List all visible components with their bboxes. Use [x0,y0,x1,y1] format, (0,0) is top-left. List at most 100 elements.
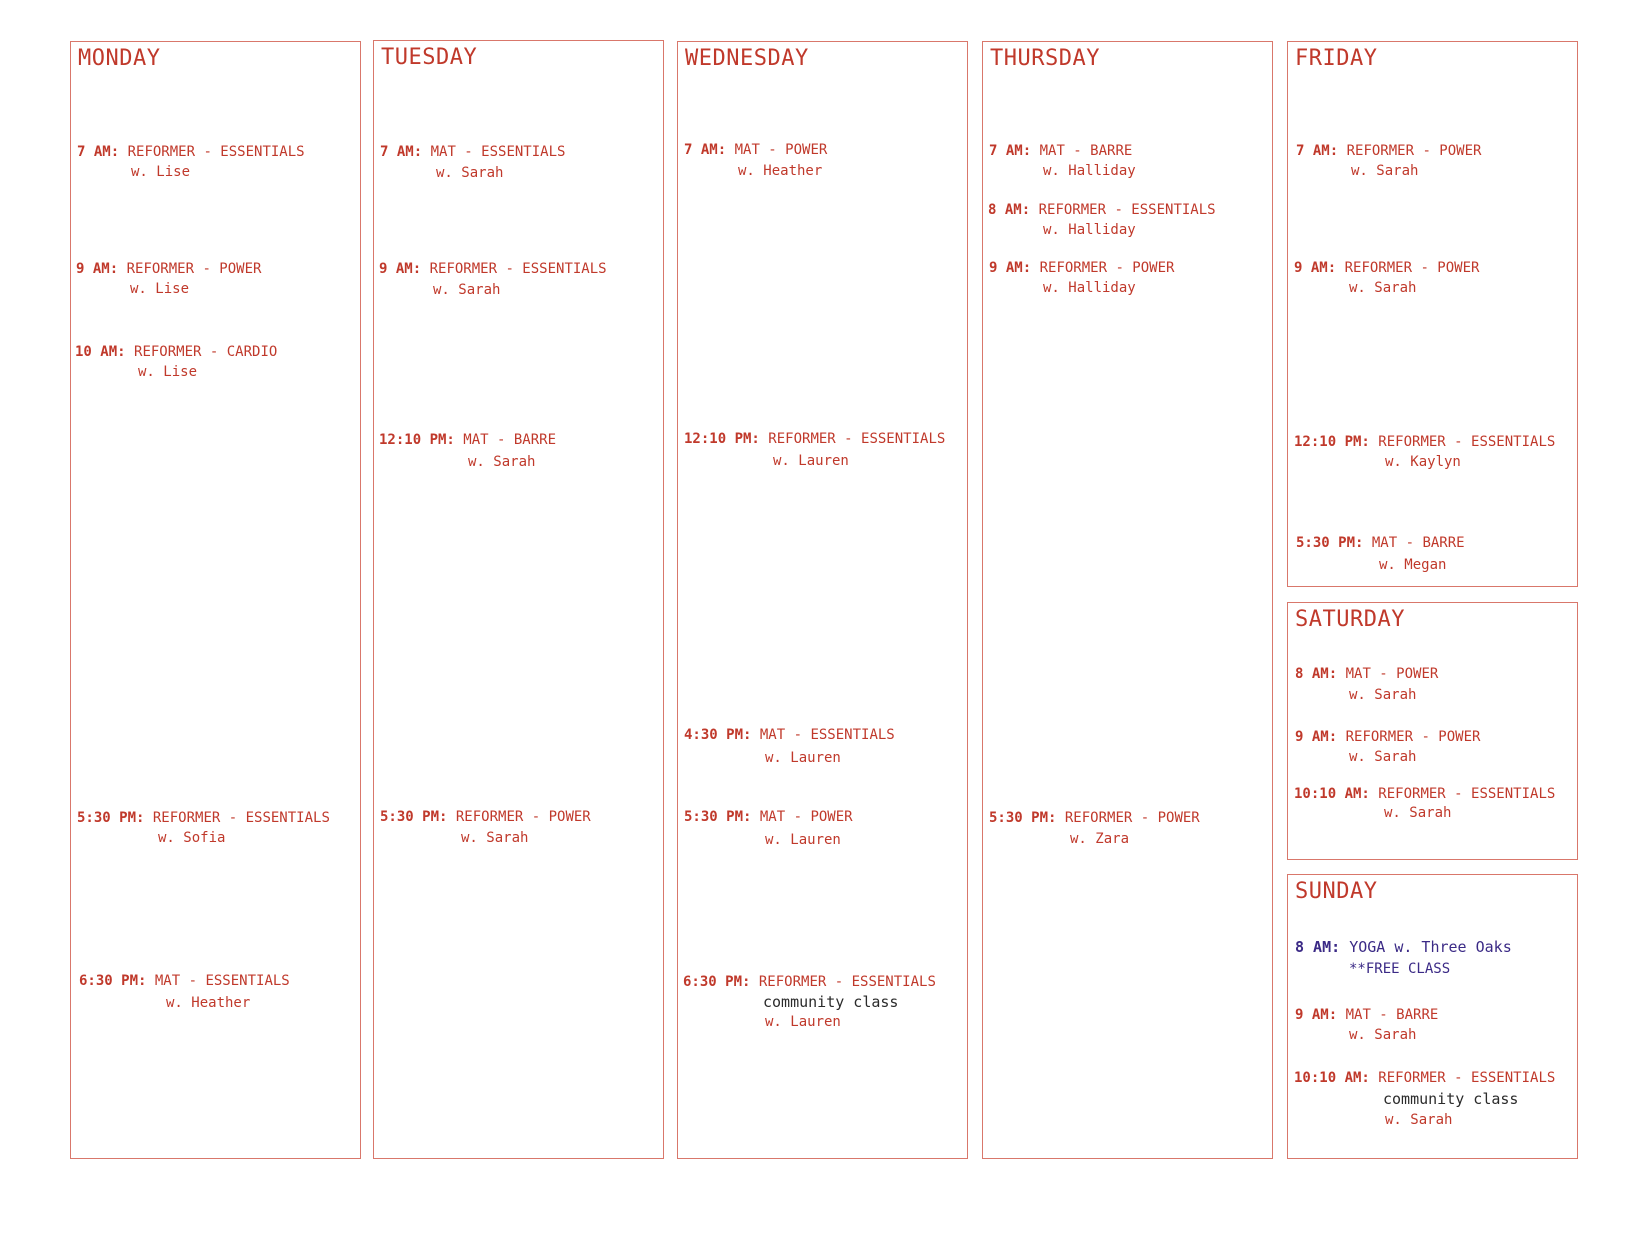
class-time: 9 AM: [989,260,1032,276]
class-time: 8 AM: [988,202,1031,218]
class-instructor: w. Kaylyn [1385,454,1461,470]
class-entry: 7 AM: MAT - BARRE w. Halliday [989,141,1136,181]
class-instructor: w. Sarah [468,454,536,470]
class-name: REFORMER - POWER [1345,729,1481,745]
class-instructor: w. Sarah [1384,805,1452,821]
class-instructor: w. Lauren [765,832,841,848]
class-entry: 9 AM: MAT - BARRE w. Sarah [1295,1005,1438,1045]
class-instructor: w. Lise [130,281,190,297]
class-instructor: w. Heather [738,163,823,179]
class-time: 5:30 PM: [380,809,448,825]
class-entry: 6:30 PM: MAT - ESSENTIALS w. Heather [79,971,290,1015]
class-instructor: w. Halliday [1043,163,1136,179]
class-name: REFORMER - POWER [455,809,591,825]
class-time: 9 AM: [379,261,422,277]
class-time: 9 AM: [76,261,119,277]
class-instructor: w. Halliday [1043,280,1136,296]
class-entry: 7 AM: REFORMER - POWER w. Sarah [1296,141,1481,181]
class-instructor: w. Halliday [1043,222,1136,238]
class-time: 5:30 PM: [989,810,1057,826]
class-name: REFORMER - ESSENTIALS [758,974,936,990]
day-sunday: SUNDAY [1287,874,1578,1159]
class-time: 7 AM: [989,143,1032,159]
class-instructor: w. Heather [166,995,251,1011]
class-entry: 12:10 PM: REFORMER - ESSENTIALS w. Kayly… [1294,432,1555,472]
class-note: community class [763,993,899,1011]
class-time: 12:10 PM: [1294,434,1370,450]
day-tuesday: TUESDAY [373,40,664,1159]
class-time: 6:30 PM: [79,973,147,989]
class-entry: 4:30 PM: MAT - ESSENTIALS w. Lauren [684,725,895,771]
class-entry: 8 AM: YOGA w. Three Oaks **FREE CLASS [1295,937,1512,981]
class-entry: 9 AM: REFORMER - POWER w. Sarah [1295,727,1480,767]
class-instructor: w. Sofia [158,830,226,846]
class-entry: 12:10 PM: MAT - BARRE w. Sarah [379,430,556,474]
class-time: 10:10 AM: [1294,786,1370,802]
class-instructor: w. Lise [131,164,191,180]
class-name: REFORMER - ESSENTIALS [1038,202,1216,218]
class-name: MAT - BARRE [1039,143,1133,159]
day-friday: FRIDAY [1287,41,1578,587]
class-name: MAT - ESSENTIALS [154,973,290,989]
class-time: 12:10 PM: [379,432,455,448]
class-time: 10 AM: [75,344,126,360]
class-instructor: w. Sarah [1385,1112,1453,1128]
class-entry: 7 AM: MAT - POWER w. Heather [684,140,827,182]
class-name: MAT - POWER [734,142,828,158]
class-name: MAT - BARRE [1371,535,1465,551]
day-wednesday: WEDNESDAY [677,41,968,1159]
class-name: REFORMER - POWER [1064,810,1200,826]
class-entry: 9 AM: REFORMER - POWER w. Lise [76,259,261,299]
day-title: WEDNESDAY [685,46,809,71]
class-note: community class [1383,1090,1519,1108]
day-title: SATURDAY [1295,607,1405,632]
class-entry: 5:30 PM: REFORMER - ESSENTIALS w. Sofia [77,808,330,848]
class-time: 8 AM: [1295,938,1341,956]
class-instructor: w. Sarah [433,282,501,298]
day-title: SUNDAY [1295,879,1378,904]
class-name: MAT - ESSENTIALS [759,727,895,743]
class-instructor: w. Sarah [1351,163,1419,179]
class-entry: 5:30 PM: REFORMER - POWER w. Sarah [380,807,591,849]
class-instructor: w. Megan [1379,557,1447,573]
class-time: 7 AM: [380,144,423,160]
class-time: 9 AM: [1295,729,1338,745]
class-name: REFORMER - POWER [126,261,262,277]
class-name: MAT - POWER [759,809,853,825]
class-entry: 8 AM: REFORMER - ESSENTIALS w. Halliday [988,200,1216,240]
class-entry: 10:10 AM: REFORMER - ESSENTIALS w. Sarah [1294,784,1555,822]
class-time: 5:30 PM: [77,810,145,826]
class-time: 9 AM: [1294,260,1337,276]
class-time: 9 AM: [1295,1007,1338,1023]
day-title: MONDAY [78,46,161,71]
class-name: REFORMER - POWER [1346,143,1482,159]
class-instructor: w. Sarah [1349,280,1417,296]
class-instructor: w. Lauren [765,1014,841,1030]
class-name: YOGA w. Three Oaks [1349,938,1512,956]
class-name: MAT - ESSENTIALS [430,144,566,160]
class-time: 12:10 PM: [684,431,760,447]
class-instructor: w. Sarah [1349,1027,1417,1043]
class-entry: 8 AM: MAT - POWER w. Sarah [1295,664,1438,706]
class-entry: 10 AM: REFORMER - CARDIO w. Lise [75,342,277,382]
class-time: 7 AM: [684,142,727,158]
class-name: REFORMER - ESSENTIALS [429,261,607,277]
class-entry: 7 AM: MAT - ESSENTIALS w. Sarah [380,142,565,184]
class-instructor: w. Sarah [436,165,504,181]
class-name: REFORMER - POWER [1039,260,1175,276]
class-instructor: w. Lise [138,364,198,380]
day-thursday: THURSDAY [982,41,1273,1159]
class-entry: 6:30 PM: REFORMER - ESSENTIALS community… [683,972,936,1033]
class-entry: 5:30 PM: MAT - POWER w. Lauren [684,807,853,853]
class-instructor: w. Zara [1070,831,1130,847]
class-instructor: w. Sarah [1349,749,1417,765]
day-monday: MONDAY [70,41,361,1159]
class-name: REFORMER - ESSENTIALS [1378,1070,1556,1086]
day-title: THURSDAY [990,46,1100,71]
class-name: MAT - POWER [1345,666,1439,682]
class-name: MAT - BARRE [1345,1007,1439,1023]
class-entry: 9 AM: REFORMER - POWER w. Halliday [989,258,1174,298]
class-time: 5:30 PM: [1296,535,1364,551]
class-name: MAT - BARRE [463,432,557,448]
class-instructor: w. Lauren [773,453,849,469]
